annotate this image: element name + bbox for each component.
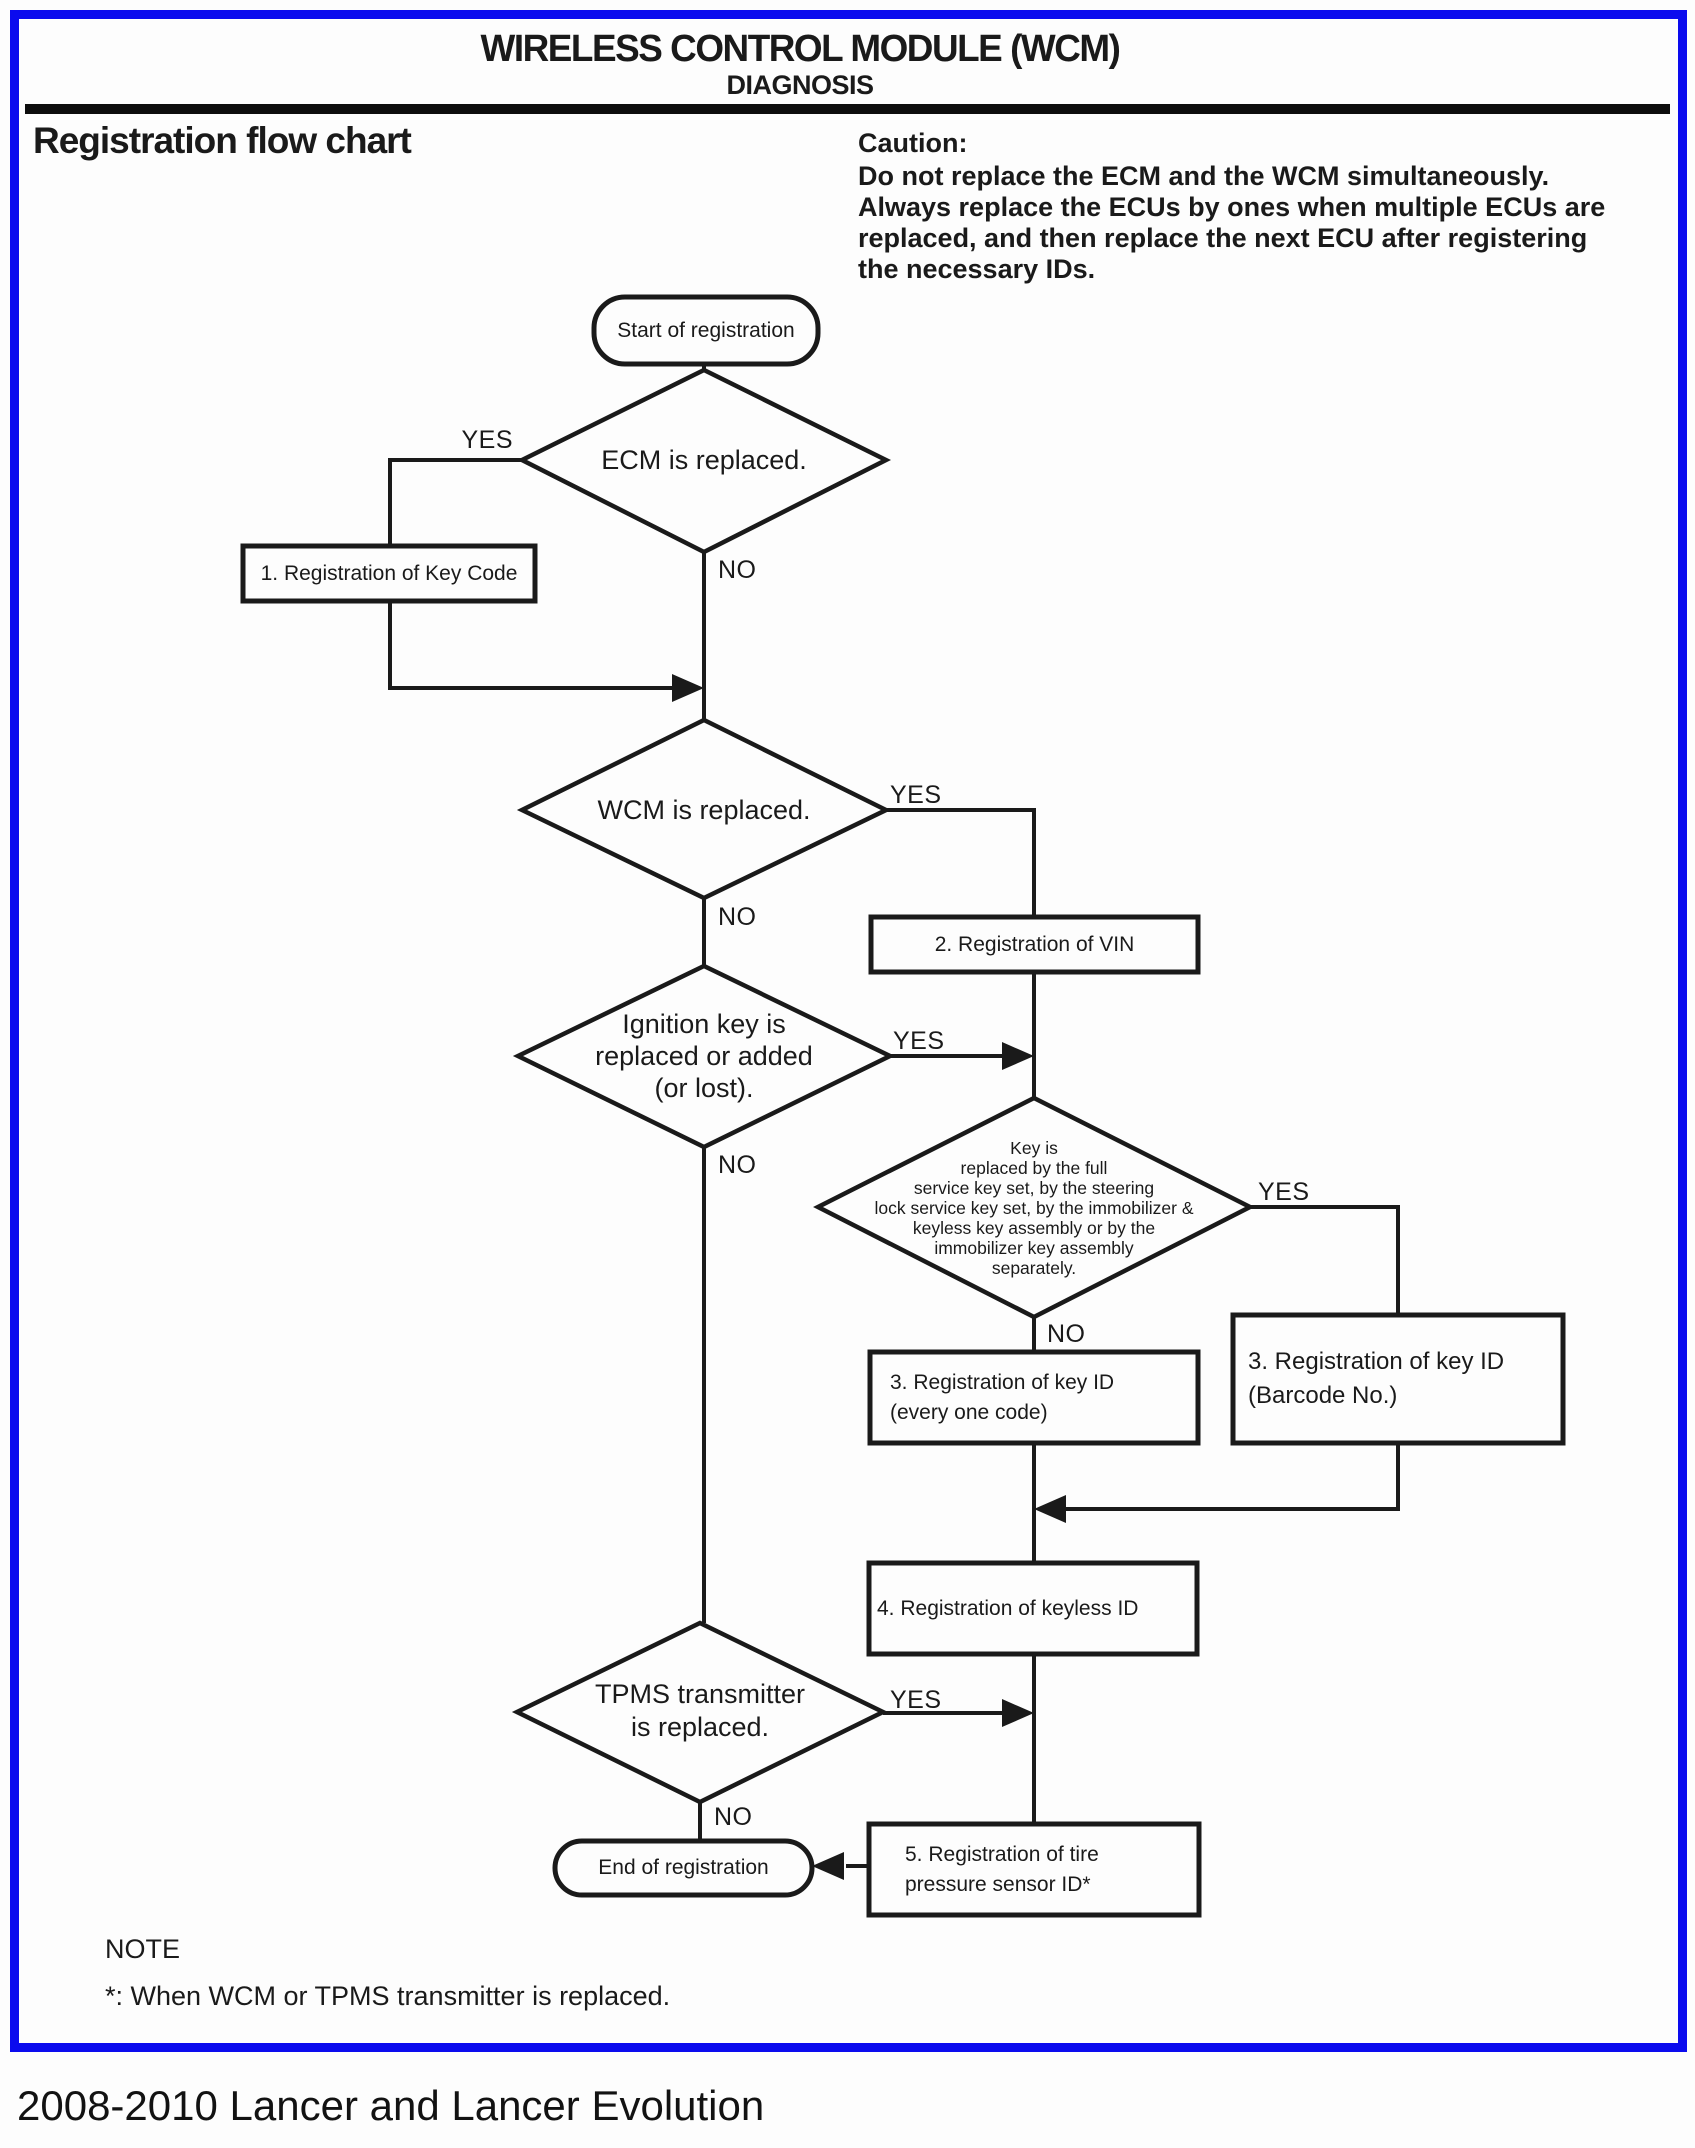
connector-wcm-yes — [886, 808, 1036, 917]
step2-label: 2. Registration of VIN — [934, 932, 1135, 956]
note-heading: NOTE — [105, 1934, 181, 1964]
ecm-yes-label: YES — [461, 426, 513, 454]
page-border — [10, 10, 1687, 2052]
ignition-no-label: NO — [718, 1151, 757, 1179]
start-terminal-shape — [591, 294, 821, 367]
end-terminal-label: End of registration — [598, 1856, 769, 1879]
section-title: Registration flow chart — [33, 120, 412, 161]
note-body: *: When WCM or TPMS transmitter is repla… — [105, 1981, 671, 2011]
step4-box-shape — [866, 1560, 1200, 1657]
page-title: WIRELESS CONTROL MODULE (WCM) — [480, 28, 1121, 70]
arrowhead-ignition-yes — [1002, 1042, 1034, 1070]
tpms-no-label: NO — [714, 1803, 753, 1831]
caution-heading: Caution: — [858, 128, 968, 158]
key-yes-label: YES — [1258, 1178, 1310, 1206]
step3b-box-shape — [1230, 1312, 1566, 1446]
key-replaced-decision-diamond — [813, 1095, 1255, 1320]
wcm-decision-diamond — [516, 717, 892, 901]
step1-box-shape — [240, 543, 538, 604]
ecm-decision-diamond — [516, 367, 892, 555]
arrowhead-step3b-merge — [1034, 1495, 1066, 1523]
ecm-decision-label: ECM is replaced. — [601, 445, 807, 475]
step5-box-shape — [866, 1821, 1202, 1918]
key-replaced-decision-label: Key is replaced by the full service key … — [874, 1138, 1194, 1278]
step3a-label: 3. Registration of key ID (every one cod… — [890, 1370, 1115, 1424]
arrowhead-into-main-line — [672, 674, 704, 702]
step3a-box-shape — [867, 1349, 1201, 1446]
page-subtitle: DIAGNOSIS — [726, 70, 874, 100]
caution-body: Do not replace the ECM and the WCM simul… — [858, 161, 1606, 284]
arrowhead-tpms-yes — [1002, 1699, 1034, 1727]
arrowhead-into-end — [812, 1852, 844, 1880]
step1-label: 1. Registration of Key Code — [260, 561, 518, 585]
title-divider — [25, 104, 1670, 114]
ignition-decision-label: Ignition key is replaced or added (or lo… — [595, 1009, 813, 1103]
ecm-no-label: NO — [718, 556, 757, 584]
tpms-yes-label: YES — [890, 1686, 942, 1714]
key-no-label: NO — [1047, 1320, 1086, 1348]
connector-key-yes — [1250, 1205, 1400, 1315]
start-terminal-label: Start of registration — [617, 318, 795, 342]
ignition-decision-diamond — [512, 963, 896, 1150]
tpms-decision-diamond — [511, 1620, 889, 1805]
step3b-label: 3. Registration of key ID (Barcode No.) — [1248, 1348, 1505, 1409]
tpms-decision-label: TPMS transmitter is replaced. — [594, 1679, 806, 1742]
wcm-no-label: NO — [718, 903, 757, 931]
wcm-decision-label: WCM is replaced. — [597, 795, 811, 825]
page-caption: 2008-2010 Lancer and Lancer Evolution — [17, 2082, 765, 2129]
connector-step3b-merge — [1062, 1443, 1400, 1511]
step2-box-shape — [868, 914, 1201, 975]
wcm-yes-label: YES — [890, 781, 942, 809]
step5-label: 5. Registration of tire pressure sensor … — [905, 1842, 1099, 1896]
step4-label: 4. Registration of keyless ID — [877, 1596, 1139, 1620]
end-terminal-shape — [552, 1838, 815, 1898]
ignition-yes-label: YES — [893, 1027, 945, 1055]
